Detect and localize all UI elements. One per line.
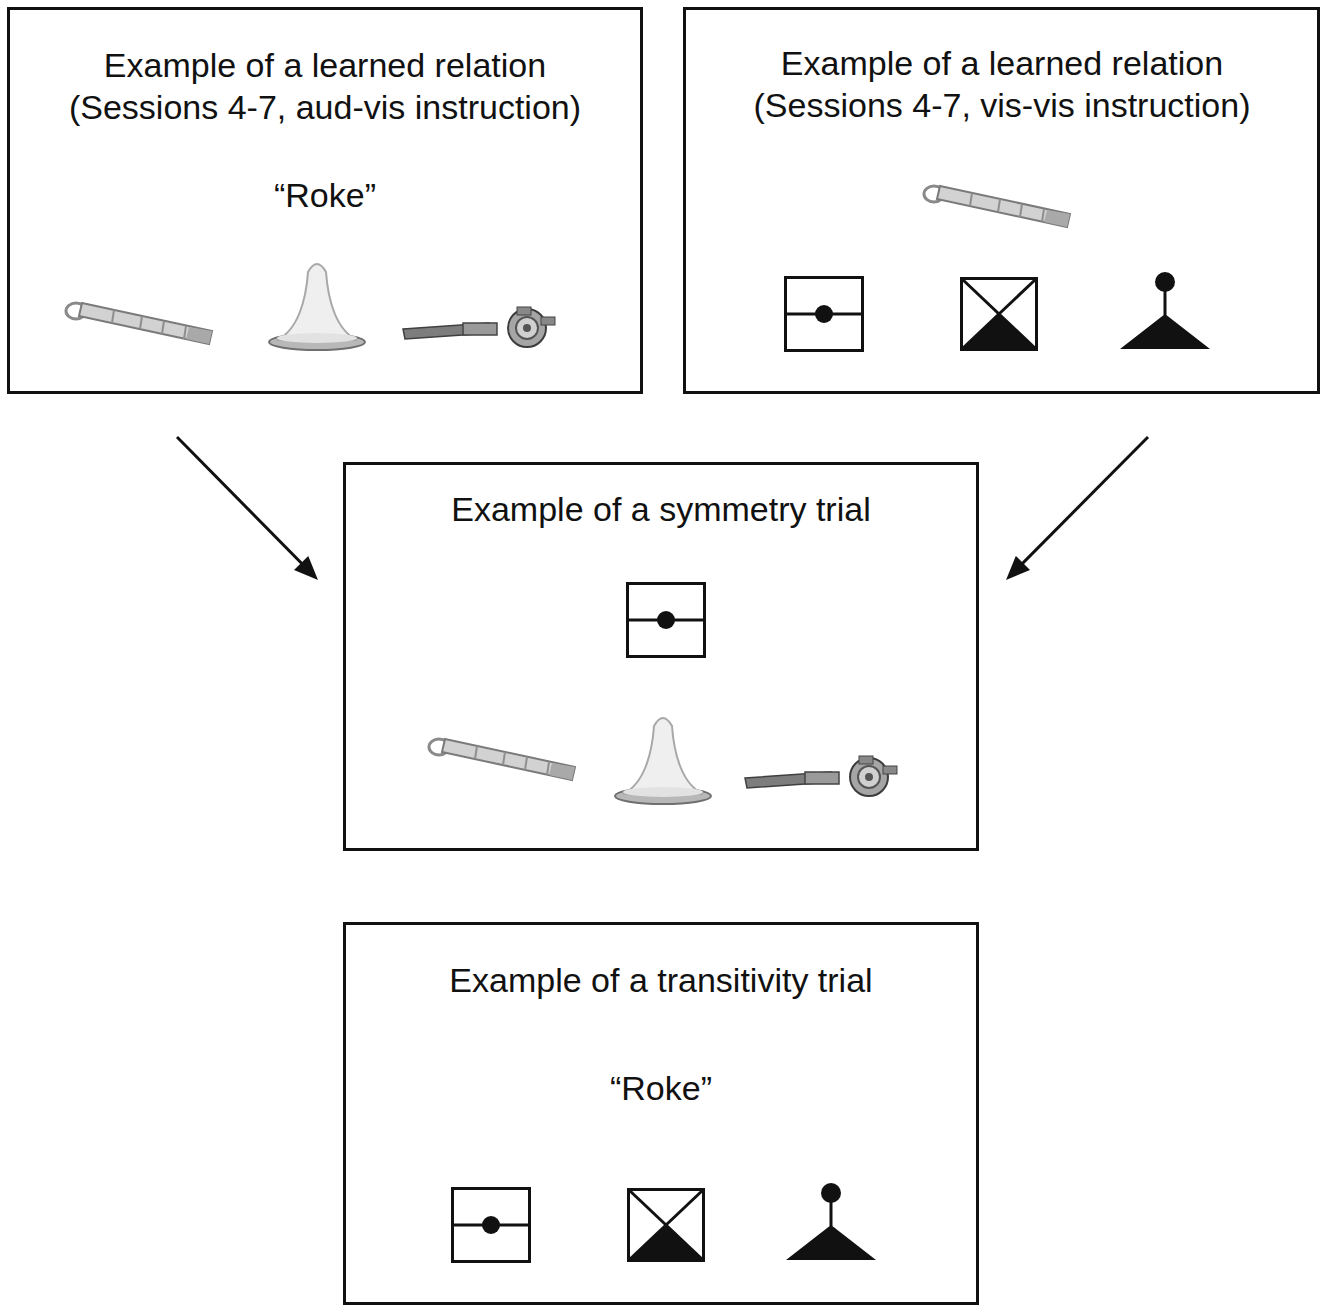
object-photo	[745, 756, 897, 796]
arrow-connector	[1018, 437, 1148, 568]
box-heading: Example of a transitivity trial	[381, 959, 941, 1001]
spoken-word: “Roke”	[45, 174, 605, 216]
abstract-symbol	[629, 1190, 704, 1261]
box-heading: Example of a learned relation (Sessions …	[45, 44, 605, 128]
object-photo	[66, 303, 212, 344]
trial-box: Example of a transitivity trial “Roke”	[343, 922, 979, 1305]
abstract-symbol	[1120, 272, 1210, 349]
box-heading: Example of a learned relation (Sessions …	[722, 42, 1282, 126]
box-heading: Example of a symmetry trial	[381, 488, 941, 530]
trial-box: Example of a symmetry trial	[343, 462, 979, 851]
abstract-symbol	[786, 1183, 876, 1260]
object-photo	[615, 718, 711, 804]
object-photo	[924, 186, 1070, 227]
trial-box: Example of a learned relation (Sessions …	[683, 7, 1320, 394]
object-photo	[429, 739, 575, 780]
spoken-word: “Roke”	[381, 1067, 941, 1109]
abstract-symbol	[962, 279, 1037, 350]
trial-box: Example of a learned relation (Sessions …	[7, 7, 643, 394]
abstract-symbol	[628, 584, 705, 657]
abstract-symbol	[453, 1189, 530, 1262]
object-photo	[269, 264, 365, 350]
arrow-connector	[177, 437, 306, 568]
abstract-symbol	[786, 278, 863, 351]
object-photo	[403, 307, 555, 347]
